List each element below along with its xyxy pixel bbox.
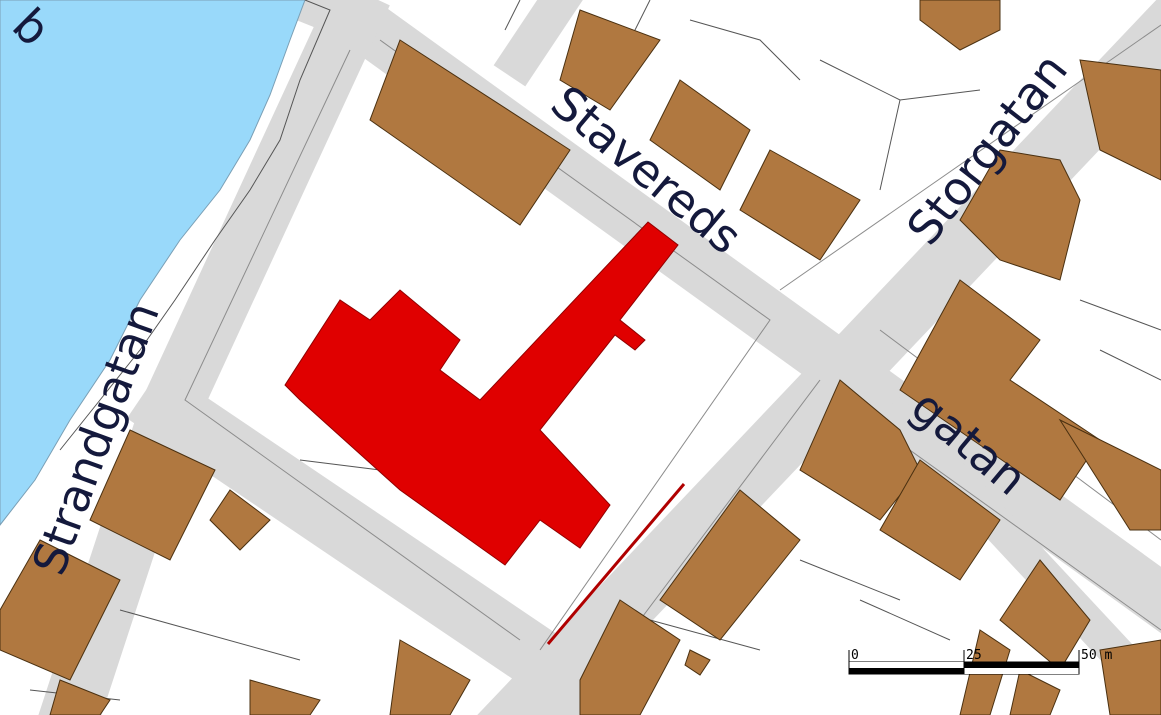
building-15 bbox=[1099, 639, 1161, 715]
building-4 bbox=[739, 149, 861, 261]
building-20 bbox=[249, 679, 321, 715]
building-11 bbox=[879, 459, 1001, 581]
building-12 bbox=[659, 489, 801, 641]
road-storgatan bbox=[477, 0, 1161, 715]
building-22 bbox=[1009, 669, 1061, 715]
scale-tick-50: 50 m bbox=[1081, 648, 1112, 663]
scale-tick-25: 25 bbox=[966, 648, 982, 663]
building-24 bbox=[684, 649, 711, 676]
highlighted-building[interactable] bbox=[284, 221, 679, 566]
scale-bar: 0 25 50 m bbox=[848, 648, 1112, 675]
building-7 bbox=[959, 149, 1081, 281]
scale-tick-0: 0 bbox=[851, 648, 859, 663]
building-16 bbox=[89, 429, 216, 561]
building-21 bbox=[49, 679, 111, 715]
building-5 bbox=[919, 0, 1001, 51]
road-north-right bbox=[493, 0, 583, 87]
building-3 bbox=[649, 79, 751, 191]
building-13 bbox=[579, 599, 681, 715]
road-north-left bbox=[274, 0, 376, 46]
building-17 bbox=[0, 539, 121, 681]
building-19 bbox=[389, 639, 471, 715]
building-1 bbox=[369, 39, 571, 226]
scale-bar-segment-2-top bbox=[964, 662, 1079, 668]
road-lower-west bbox=[126, 366, 593, 715]
highlight-line[interactable] bbox=[546, 483, 686, 645]
scale-bar-segment-2-bottom bbox=[964, 668, 1079, 674]
water-area bbox=[0, 0, 306, 526]
building-9 bbox=[1058, 418, 1161, 531]
scale-bar-segment-1-top bbox=[849, 662, 964, 668]
building-18 bbox=[209, 489, 271, 551]
parcel-lines bbox=[29, 0, 1161, 701]
building-6 bbox=[1079, 59, 1161, 181]
scale-bar-segment-1-bottom bbox=[849, 668, 964, 674]
building-2 bbox=[559, 9, 661, 111]
